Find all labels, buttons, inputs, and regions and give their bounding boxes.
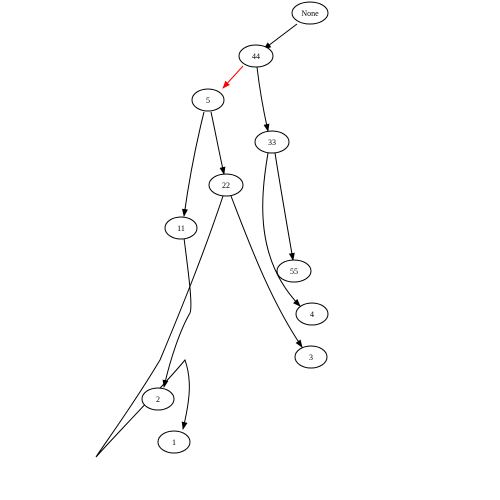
node-44: 44	[238, 44, 274, 68]
node-33: 33	[254, 130, 290, 154]
node-label: 3	[309, 353, 313, 362]
edge-44-5	[222, 65, 244, 89]
edge-22-1	[95, 195, 224, 458]
node-2: 2	[141, 387, 175, 411]
node-22: 22	[208, 173, 244, 197]
node-label: None	[301, 9, 319, 18]
node-label: 5	[206, 96, 210, 105]
node-label: 22	[222, 181, 230, 190]
node-3: 3	[294, 345, 328, 369]
node-none: None	[291, 1, 329, 25]
node-label: 2	[156, 395, 160, 404]
edge-none-44	[263, 23, 298, 50]
edge-5-11	[181, 111, 205, 217]
node-label: 4	[310, 310, 314, 319]
node-label: 11	[177, 224, 185, 233]
edge-44-33	[256, 66, 270, 132]
edge-22-3	[230, 195, 303, 348]
node-5: 5	[191, 88, 225, 112]
node-1: 1	[157, 430, 191, 454]
node-4: 4	[295, 302, 329, 326]
node-11: 11	[164, 216, 198, 240]
edge-33-4	[262, 152, 301, 307]
node-label: 55	[290, 267, 298, 276]
edge-11-2	[162, 237, 192, 388]
node-label: 33	[268, 138, 276, 147]
edge-33-55	[274, 152, 295, 261]
node-label: 44	[252, 52, 260, 61]
edges	[95, 23, 303, 458]
node-label: 1	[172, 438, 176, 447]
node-55: 55	[276, 259, 312, 283]
edge-5-22	[210, 111, 226, 175]
